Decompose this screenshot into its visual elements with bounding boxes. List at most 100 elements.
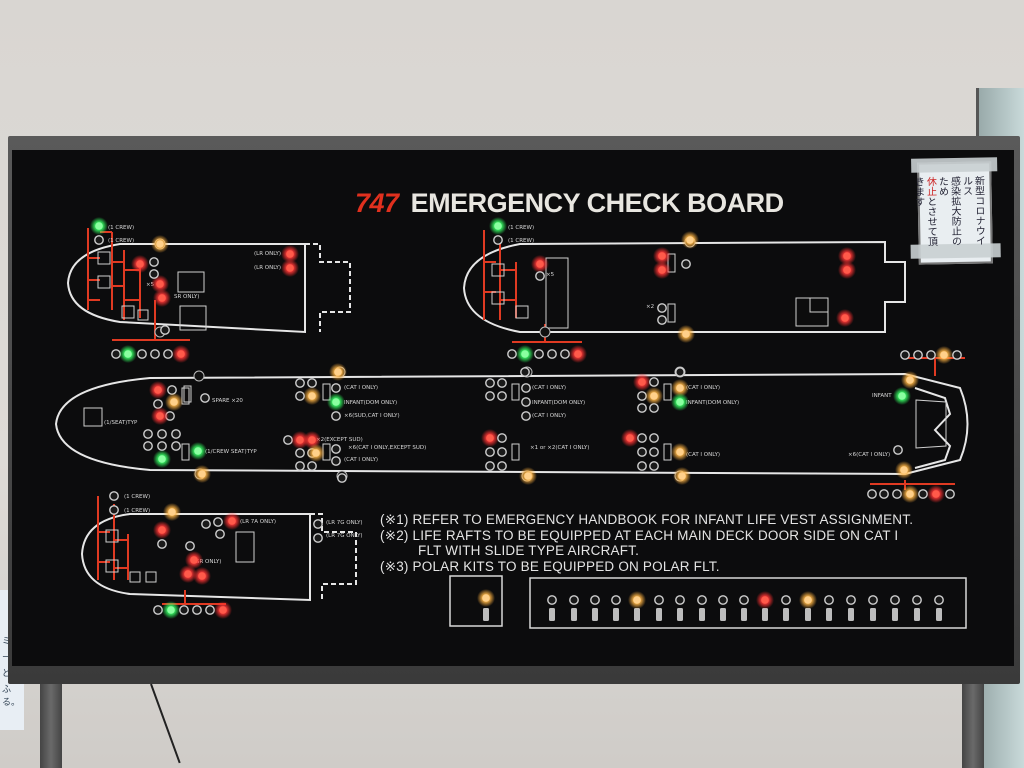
led-lit (482, 594, 490, 602)
led-off (900, 350, 910, 360)
led-lit (638, 378, 646, 386)
led-off (185, 541, 195, 551)
led-off (111, 349, 121, 359)
toggle-switches (483, 608, 942, 621)
toggle-switch[interactable] (783, 608, 789, 621)
led-lit (219, 606, 227, 614)
toggle-switch[interactable] (826, 608, 832, 621)
led-lit (286, 264, 294, 272)
label-crew-3: (1 CREW) (508, 225, 534, 231)
led-off (934, 595, 944, 605)
led-off (179, 605, 189, 615)
led-lit (334, 368, 342, 376)
upper-deck-left-outline (66, 243, 351, 334)
led-off (497, 447, 507, 457)
toggle-switch[interactable] (741, 608, 747, 621)
label-lr-only-2: (LR ONLY) (254, 265, 281, 271)
led-lit (678, 472, 686, 480)
label-sr-only: SR ONLY) (174, 294, 199, 300)
toggle-switch[interactable] (656, 608, 662, 621)
led-off (143, 441, 153, 451)
led-lit (626, 434, 634, 442)
toggle-switch[interactable] (571, 608, 577, 621)
toggle-switch[interactable] (634, 608, 640, 621)
led-lit (124, 350, 132, 358)
toggle-switch[interactable] (677, 608, 683, 621)
led-off (295, 461, 305, 471)
label-lr7a-only: (LR 7A ONLY) (240, 519, 276, 525)
led-off (171, 441, 181, 451)
led-off (657, 303, 667, 313)
toggle-switch[interactable] (699, 608, 705, 621)
led-lit (177, 350, 185, 358)
led-off (149, 269, 159, 279)
toggle-switch[interactable] (936, 608, 942, 621)
label-cat1-only-1: (CAT I ONLY) (344, 385, 378, 391)
toggle-switch[interactable] (592, 608, 598, 621)
toggle-switch[interactable] (720, 608, 726, 621)
led-lit (804, 596, 812, 604)
led-lit (494, 222, 502, 230)
toggle-switch[interactable] (805, 608, 811, 621)
led-lit (156, 412, 164, 420)
led-off (337, 473, 347, 483)
led-lit (658, 252, 666, 260)
led-lit (95, 222, 103, 230)
label-sr-only-2: SR ONLY) (196, 559, 221, 565)
toggle-switch[interactable] (762, 608, 768, 621)
led-off (569, 595, 579, 605)
toggle-switch[interactable] (549, 608, 555, 621)
note-2: (※2) LIFE RAFTS TO BE EQUIPPED AT EACH M… (380, 527, 899, 543)
toggle-switch[interactable] (613, 608, 619, 621)
led-lit (676, 448, 684, 456)
led-off (649, 433, 659, 443)
led-off (160, 325, 170, 335)
led-off (94, 235, 104, 245)
led-lit (676, 384, 684, 392)
led-off (637, 403, 647, 413)
led-lit (940, 351, 948, 359)
toggle-switch[interactable] (483, 608, 489, 621)
board-leg-right (962, 684, 984, 768)
toggle-switch[interactable] (870, 608, 876, 621)
led-off (295, 448, 305, 458)
led-off (201, 519, 211, 529)
led-off (675, 367, 685, 377)
led-lit (184, 570, 192, 578)
led-lit (761, 596, 769, 604)
led-lit (286, 250, 294, 258)
led-lit (308, 436, 316, 444)
label-infant-dom-3: INFANT(DOM ONLY) (686, 400, 739, 406)
led-lit (521, 350, 529, 358)
led-off (157, 429, 167, 439)
led-off (171, 429, 181, 439)
title-text: EMERGENCY CHECK BOARD (410, 188, 785, 218)
led-off (657, 315, 667, 325)
led-off (913, 350, 923, 360)
led-lit (650, 392, 658, 400)
led-off (521, 411, 531, 421)
led-lit (682, 330, 690, 338)
led-off (485, 391, 495, 401)
led-off (497, 461, 507, 471)
toggle-switch[interactable] (914, 608, 920, 621)
label-crew-5: (1 CREW) (124, 494, 150, 500)
led-off (485, 447, 495, 457)
led-off (547, 349, 557, 359)
led-lit (228, 517, 236, 525)
led-lit (906, 490, 914, 498)
led-off (718, 595, 728, 605)
led-off (497, 391, 507, 401)
led-off (331, 383, 341, 393)
label-x6-cat1: ×6(CAT I ONLY) (848, 452, 890, 458)
lower-deck-outline (80, 513, 357, 602)
indicator-leds (90, 217, 962, 619)
toggle-switch[interactable] (848, 608, 854, 621)
label-spare: SPARE ×20 (212, 398, 243, 404)
toggle-switch[interactable] (892, 608, 898, 621)
board-leg-left (40, 684, 62, 768)
led-off (739, 595, 749, 605)
label-crew-6: (1 CREW) (124, 508, 150, 514)
led-off (295, 378, 305, 388)
